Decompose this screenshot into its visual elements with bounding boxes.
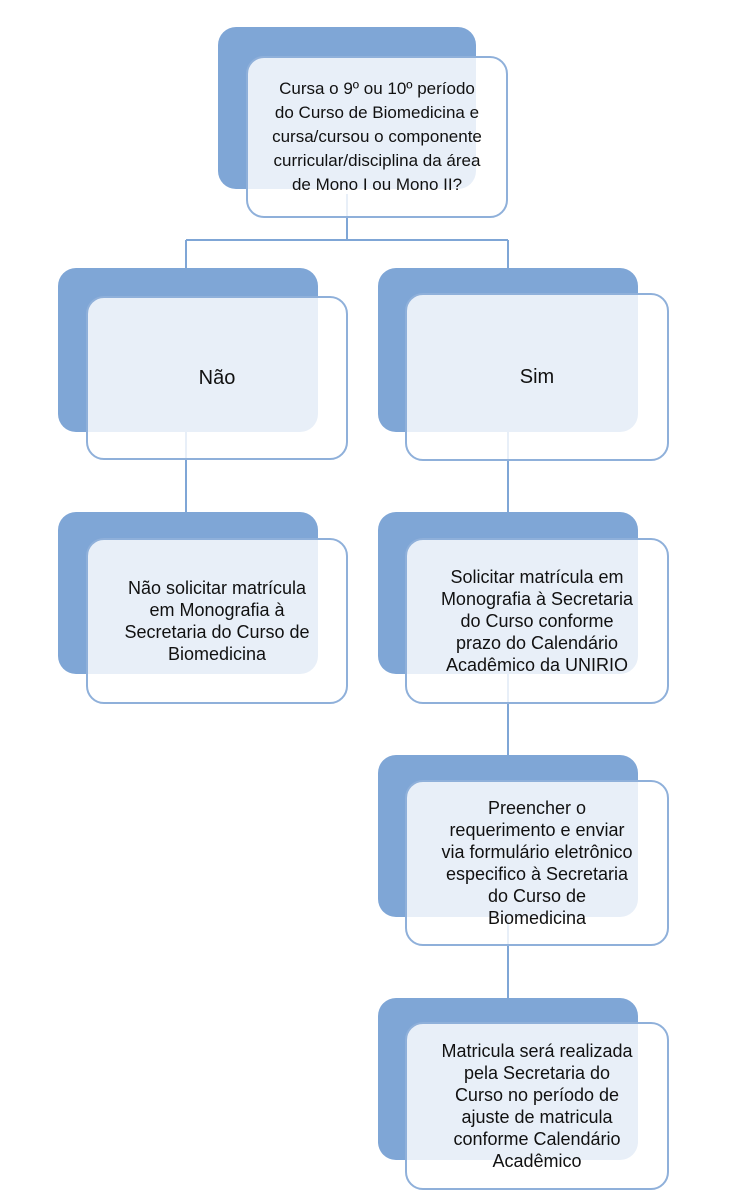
sim-step1-text: Solicitar matrícula em Monografia à Secr…	[440, 567, 634, 675]
nao-action-card: Não solicitar matrícula em Monografia à …	[86, 538, 348, 704]
sim-step2-text: Preencher o requerimento e enviar via fo…	[441, 798, 633, 928]
nao-label: Não	[198, 367, 236, 389]
nao-action-text: Não solicitar matrícula em Monografia à …	[124, 578, 310, 664]
sim-step3-card: Matricula será realizada pela Secretaria…	[405, 1022, 669, 1190]
question-node-card: Cursa o 9º ou 10º período do Curso de Bi…	[246, 56, 508, 218]
sim-step3-text: Matricula será realizada pela Secretaria…	[441, 1041, 633, 1171]
sim-label: Sim	[519, 366, 555, 388]
sim-node-card: Sim	[405, 293, 669, 461]
sim-step1-card: Solicitar matrícula em Monografia à Secr…	[405, 538, 669, 704]
nao-node-card: Não	[86, 296, 348, 460]
sim-step2-card: Preencher o requerimento e enviar via fo…	[405, 780, 669, 946]
question-text: Cursa o 9º ou 10º período do Curso de Bi…	[272, 79, 482, 194]
